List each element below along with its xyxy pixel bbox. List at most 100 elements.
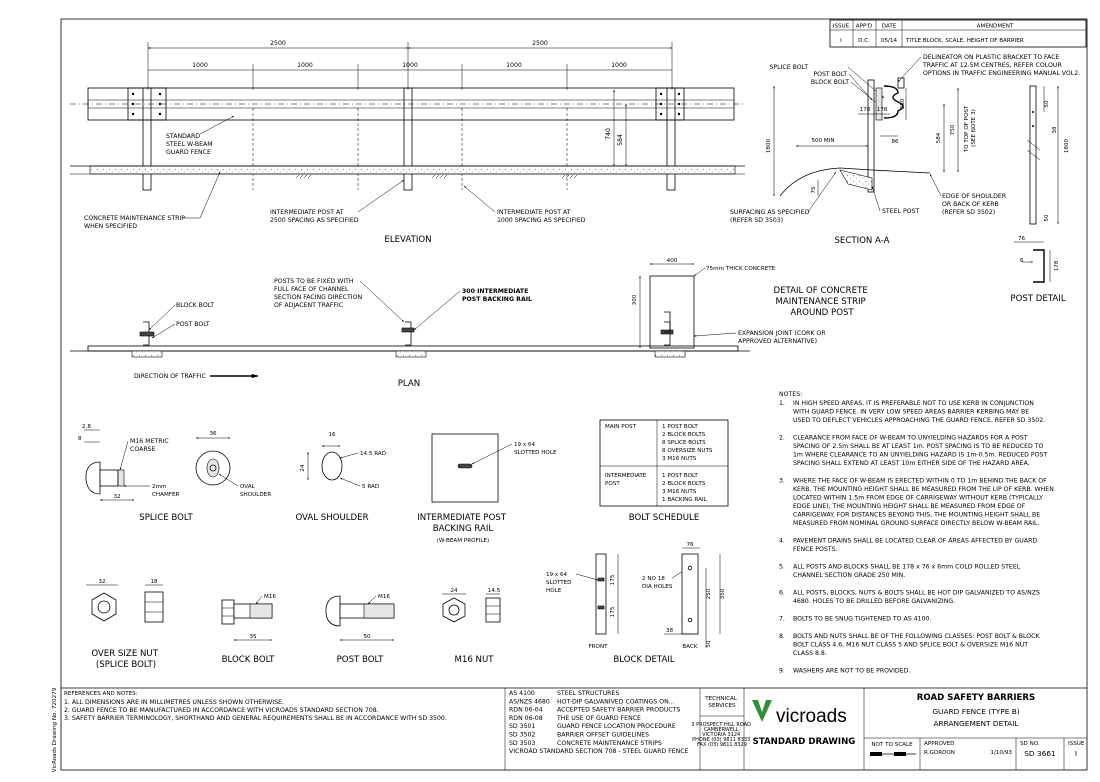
note-line: ALL POSTS AND BLOCKS SHALL BE 178 x 76 x… [793,564,1021,571]
pd-dim-76: 76 [1018,236,1026,242]
bolt-schedule-title: BOLT SCHEDULE [629,513,700,523]
plan-direction: DIRECTION OF TRAFFIC [134,373,206,380]
bd-front: FRONT [588,644,608,650]
rev-header-appd: APP'D [856,24,872,30]
sb-dim-32: 32 [113,494,120,500]
standard-desc: STEEL STRUCTURES [557,690,619,697]
note-number: 5. [779,564,785,571]
cs-dim-300: 300 [632,294,638,305]
refs-list: 1. ALL DIMENSIONS ARE IN MILLIMETRES UNL… [64,699,447,722]
elev-post-1 [142,87,152,191]
refs-heading: REFERENCES AND NOTES: [64,691,138,697]
standard-desc: GUARD FENCE LOCATION PROCEDURE [557,723,676,730]
note-number: 1. [779,400,785,407]
block-bolt-detail: M16 35 BLOCK BOLT [222,594,277,665]
note-line: EDGE LINE), THE MOUNTING HEIGHT SHALL BE… [793,503,1026,510]
elev-dim-1000d: 1000 [506,62,522,69]
sb-dim-8: 8 [78,436,82,442]
note-line: CLASS 8.8. [793,650,827,657]
note-number: 9. [779,668,785,675]
approved-by: R.GORDON [924,750,955,756]
block-bolt-head [221,599,235,625]
backing-rail-title: INTERMEDIATE POST BACKING RAIL [417,513,509,534]
m16-nut-side [485,597,501,623]
standard-code: AS/NZS 4680 [509,698,550,705]
vicroads-logo: vicroads [752,700,847,727]
side-drawing-no: VicRoads Drawing No. 720279 [52,687,58,772]
title-line-3: ARRANGEMENT DETAIL [933,719,1019,728]
bd-holes: 2 NO 18 DIA HOLES [642,576,673,590]
splice-bolt-shank [99,469,119,487]
cs-thick: 75mm THICK CONCRETE [706,266,776,272]
block-detail-title: BLOCK DETAIL [613,655,675,665]
note-line: WITH GUARD FENCE. IN VERY LOW SPEED AREA… [793,409,1029,416]
bd-dim-250: 250 [706,588,712,599]
sec-dim-584: 584 [936,132,942,143]
note-line: 4680. HOLES TO BE DRILLED BEFORE GALVANI… [793,598,955,605]
note-line: MEASURED FROM NOMINAL GROUND SURFACE DIR… [793,520,1039,527]
oval-shape [321,451,343,481]
splice-bolt-title: SPLICE BOLT [139,513,193,523]
elev-dim-1000e: 1000 [611,62,627,69]
standard-code: RDN 06-08 [509,715,543,722]
bs-row1-items: 1 POST BOLT 2 BLOCK BOLTS 8 SPLICE BOLTS… [662,424,714,462]
pb-m16: M16 [378,594,390,600]
sb-dim-28: 2.8 [82,424,91,430]
m16-nut-title: M16 NUT [454,655,494,665]
note-line: SPACING OF 2.5m SHALL BE AT LEAST 1m. PO… [793,443,1044,450]
note-line: 1m WHERE CLEARANCE TO AN UNYIELDING HAZA… [793,452,1047,459]
sec-edge: EDGE OF SHOULDER OR BACK OF KERB (REFER … [942,193,1008,216]
std-last: VICROAD STANDARD SECTION 708 - STEEL GUA… [509,748,689,755]
sec-label-splice: SPLICE BOLT [769,64,808,71]
note-line: FENCE POSTS. [793,546,838,553]
note-line: BOLTS TO BE SNUG TIGHTENED TO AS 4100. [793,616,931,623]
bd-dim-175b: 175 [610,606,616,617]
elev-dim-584: 584 [617,134,624,146]
elev-dim-740: 740 [605,128,612,140]
standard-desc: ACCEPTED SAFETY BARRIER PRODUCTS [557,707,680,714]
oversize-nut-title: OVER SIZE NUT (SPLICE BOLT) [91,649,160,670]
pd-dim-178: 178 [1054,260,1060,271]
elev-dim-1000a: 1000 [192,62,208,69]
sec-dim-178a: 178 [860,107,871,113]
oversize-nut-side [144,591,164,623]
post-detail-elevation [1029,85,1037,225]
pb-dim-50: 50 [363,634,371,640]
sec-label-post: POST BOLT [813,71,847,78]
sec-label-block: BLOCK BOLT [811,79,849,86]
note-line: SPACING SHALL EXTEND AT LEAST 10m EITHER… [793,460,1030,467]
block-front [595,553,607,635]
m16-nut-hex [442,597,466,623]
title-block: VicRoads Drawing No. 720279 REFERENCES A… [52,687,1087,772]
elev-concrete-strip [89,165,736,175]
bd-back: BACK [682,644,697,650]
note-line: KERB, THE MOUNTING HEIGHT SHALL BE MEASU… [793,486,1054,493]
backing-rail-detail: 300 19 x 64 SLOTTED HOLE INTERMEDIATE PO… [417,433,557,544]
oval-radius-detail: 16 24 14.5 RAD 5 RAD [300,432,386,490]
elev-label-post2500: INTERMEDIATE POST AT 2500 SPACING AS SPE… [270,209,359,224]
cs-dim-400: 400 [667,258,678,264]
post-detail-title: POST DETAIL [1010,294,1065,304]
vicroads-logo-text: vicroads [776,706,847,727]
od-rad-145: 14.5 RAD [360,451,386,457]
approved-label: APPROVED [924,741,954,747]
br-slot: 19 x 64 SLOTTED HOLE [514,442,557,456]
issue-number: I [1075,749,1077,758]
splice-bolt-detail: 2.8 8 M16 METRIC COARSE 32 2mm CHAMFER S… [78,424,193,523]
post-detail: 50 38 1800 50 76 6 178 POST DETAIL [1010,85,1070,304]
note-line: BOLTS AND NUTS SHALL BE OF THE FOLLOWING… [793,633,1040,640]
note-line: CLEARANCE FROM FACE OF W-BEAM TO UNYIELD… [793,435,1028,442]
section-a-a: SPLICE BOLT POST BOLT BLOCK BOLT DELINEA… [730,54,1080,246]
tech-services: TECHNICAL SERVICES [704,696,739,709]
address: 3 PROSPECT HILL ROAD CAMBERWELL VICTORIA… [691,722,752,748]
bd-dim-38: 38 [666,628,674,634]
rev-header-date: DATE [882,24,897,30]
elev-label-strip: CONCRETE MAINTENANCE STRIP WHEN SPECIFIE… [84,215,187,230]
standard-code: RDN 06-04 [509,707,543,714]
sec-dim-750: 750 [950,124,956,135]
sd-label: SD NO. [1020,741,1040,747]
standard-drawing: STANDARD DRAWING [753,737,856,747]
bd-dim-76: 76 [686,542,694,548]
note-number: 4. [779,538,785,545]
